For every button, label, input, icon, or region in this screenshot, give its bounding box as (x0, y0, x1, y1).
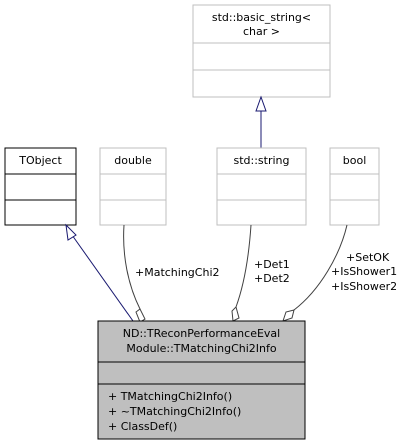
basic-string-title-line2: char > (243, 25, 280, 38)
method-constructor: + TMatchingChi2Info() (108, 390, 232, 403)
method-classdef: + ClassDef() (108, 420, 177, 433)
class-bool[interactable]: bool (329, 147, 380, 226)
class-basic-string[interactable]: std::basic_string< char > (192, 4, 331, 98)
std-string-title: std::string (233, 154, 289, 167)
edge-label-det2: +Det2 (254, 272, 290, 285)
method-destructor: + ~TMatchingChi2Info() (108, 405, 241, 418)
class-double[interactable]: double (99, 147, 167, 226)
composition-edge-bool: +SetOK +IsShower1 +IsShower2 (282, 224, 397, 322)
inheritance-arrow-main-to-tobject (65, 223, 134, 322)
class-tmatching-chi2-info[interactable]: ND::TReconPerformanceEval Module::TMatch… (97, 320, 306, 440)
class-std-string[interactable]: std::string (216, 147, 307, 226)
tobject-title: TObject (18, 154, 62, 167)
composition-edge-det: +Det1 +Det2 (231, 224, 290, 322)
edge-label-is-shower2: +IsShower2 (331, 280, 397, 293)
edge-label-is-shower1: +IsShower1 (331, 265, 397, 278)
edge-label-matching-chi2: +MatchingChi2 (135, 266, 220, 279)
bool-title: bool (343, 154, 367, 167)
class-tobject[interactable]: TObject (4, 147, 77, 226)
main-class-title-line1: ND::TReconPerformanceEval (123, 327, 280, 340)
edge-label-set-ok: +SetOK (346, 251, 390, 264)
edge-label-det1: +Det1 (254, 258, 290, 271)
double-title: double (114, 154, 152, 167)
basic-string-title-line1: std::basic_string< (212, 11, 311, 24)
main-class-title-line2: Module::TMatchingChi2Info (126, 342, 276, 355)
composition-edge-matching-chi2: +MatchingChi2 (123, 224, 220, 323)
inheritance-arrow-string-to-basic-string (255, 95, 267, 148)
